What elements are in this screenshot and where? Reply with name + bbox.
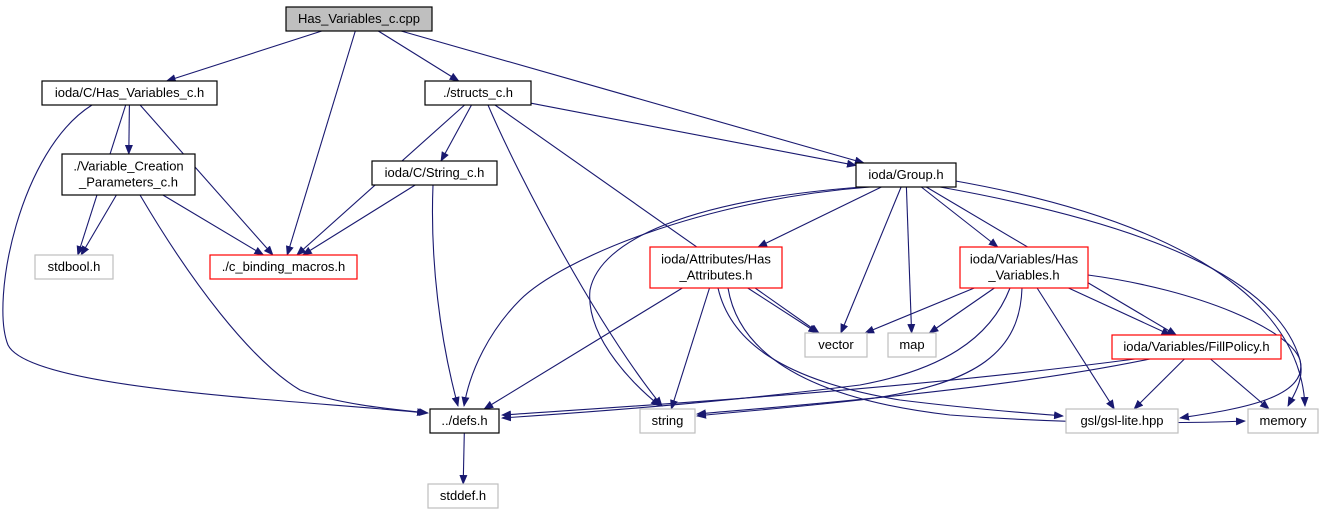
- edge-root-to-structs_c_h: [378, 30, 460, 82]
- node-box: [887, 332, 937, 358]
- edge-attr_has_attr-to-string: [670, 287, 711, 410]
- edge-fillpolicy-to-memory: [1210, 358, 1270, 410]
- node-label: ioda/C/String_c.h: [385, 165, 485, 180]
- node-box: [649, 246, 783, 289]
- edge-group_h-to-gsl_lite: [939, 186, 1302, 421]
- edge-structs_c_h-to-string: [487, 104, 663, 407]
- edge-fillpolicy-to-defs_h: [501, 358, 1136, 419]
- edge-structs_c_h-to-vector: [494, 104, 820, 334]
- node-box: [1111, 334, 1282, 360]
- node-box: [1065, 408, 1179, 434]
- edge-attr_has_attr-to-vector: [747, 287, 819, 334]
- node-label: Has_Variables_c.cpp: [298, 11, 420, 26]
- node-box: [41, 80, 218, 106]
- edge-var_has_var-to-vector: [864, 287, 975, 334]
- node-structs-c-h[interactable]: ./structs_c.h: [424, 80, 532, 106]
- edge-group_h-to-string: [589, 186, 863, 407]
- node-label: ioda/Attributes/Has: [661, 252, 771, 267]
- node-box: [371, 160, 498, 186]
- node-attr-has-attr[interactable]: ioda/Attributes/Has_Attributes.h: [649, 246, 783, 289]
- node-group-h[interactable]: ioda/Group.h: [855, 162, 957, 188]
- node-fillpolicy[interactable]: ioda/Variables/FillPolicy.h: [1111, 334, 1282, 360]
- node-string: string: [639, 408, 696, 434]
- edge-has_var_c_h-to-c_binding_macros: [139, 104, 274, 256]
- edge-var_create_params-to-stdbool_h: [80, 194, 117, 256]
- node-box: [427, 483, 499, 509]
- node-box: [959, 246, 1089, 289]
- node-label: ./Variable_Creation: [73, 159, 183, 174]
- node-stddef-h: stddef.h: [427, 483, 499, 509]
- edge-group_h-to-vector: [840, 186, 902, 334]
- node-box: [1247, 408, 1319, 434]
- node-box: [209, 254, 358, 280]
- node-var-create-params[interactable]: ./Variable_Creation_Parameters_c.h: [61, 153, 196, 196]
- node-has-var-c-h[interactable]: ioda/C/Has_Variables_c.h: [41, 80, 218, 106]
- edge-attr_has_attr-to-memory: [727, 287, 1246, 426]
- node-box: [61, 153, 196, 196]
- edge-structs_c_h-to-string_c_h: [440, 104, 472, 162]
- node-label: memory: [1260, 413, 1307, 428]
- edge-var_has_var-to-gsl_lite: [1036, 287, 1115, 410]
- edge-has_var_c_h-to-defs_h: [2, 104, 427, 417]
- node-root[interactable]: Has_Variables_c.cpp: [285, 6, 433, 32]
- edge-var_create_params-to-defs_h: [139, 194, 429, 417]
- edge-group_h-to-defs_h: [461, 186, 871, 407]
- node-label: ioda/Group.h: [868, 167, 943, 182]
- node-map: map: [887, 332, 937, 358]
- edge-group_h-to-attr_has_attr: [757, 186, 882, 248]
- edge-group_h-to-map: [905, 186, 916, 334]
- node-box: [639, 408, 696, 434]
- edge-attr_has_attr-to-gsl_lite: [717, 287, 1064, 420]
- node-label: vector: [818, 337, 854, 352]
- node-label: ../defs.h: [441, 413, 487, 428]
- node-stdbool-h: stdbool.h: [34, 254, 114, 280]
- node-label: gsl/gsl-lite.hpp: [1080, 413, 1163, 428]
- node-box: [429, 408, 500, 434]
- node-box: [804, 332, 868, 358]
- node-label: ./c_binding_macros.h: [222, 259, 346, 274]
- edge-var_create_params-to-c_binding_macros: [162, 194, 265, 256]
- edge-string_c_h-to-defs_h: [431, 184, 460, 407]
- node-string-c-h[interactable]: ioda/C/String_c.h: [371, 160, 498, 186]
- edge-string_c_h-to-c_binding_macros: [301, 184, 416, 256]
- edge-var_has_var-to-memory: [1087, 274, 1302, 407]
- node-box: [285, 6, 433, 32]
- node-box: [855, 162, 957, 188]
- edge-root-to-c_binding_macros: [285, 30, 356, 256]
- node-vector: vector: [804, 332, 868, 358]
- node-label: stdbool.h: [48, 259, 101, 274]
- node-label: _Attributes.h: [679, 268, 753, 283]
- node-label: map: [899, 337, 924, 352]
- edge-var_has_var-to-fillpolicy: [1068, 287, 1172, 336]
- edge-fillpolicy-to-gsl_lite: [1133, 358, 1185, 410]
- edge-var_has_var-to-map: [928, 287, 995, 334]
- nodes-layer: Has_Variables_c.cpp ioda/C/Has_Variables_…: [34, 6, 1319, 509]
- edge-var_has_var-to-defs_h: [501, 287, 1011, 422]
- node-label: ioda/C/Has_Variables_c.h: [55, 85, 204, 100]
- node-var-has-var[interactable]: ioda/Variables/Has_Variables.h: [959, 246, 1089, 289]
- node-label: ioda/Variables/FillPolicy.h: [1123, 339, 1269, 354]
- node-label: stddef.h: [440, 488, 486, 503]
- edge-attr_has_attr-to-defs_h: [483, 287, 683, 410]
- edge-group_h-to-memory: [949, 179, 1309, 407]
- edge-root-to-group_h: [400, 30, 865, 165]
- node-gsl-lite: gsl/gsl-lite.hpp: [1065, 408, 1179, 434]
- node-label: ./structs_c.h: [443, 85, 513, 100]
- node-label: ioda/Variables/Has: [970, 252, 1079, 267]
- edge-structs_c_h-to-group_h: [530, 102, 857, 168]
- node-box: [424, 80, 532, 106]
- edge-group_h-to-var_has_var: [920, 186, 999, 248]
- node-label: _Variables.h: [987, 268, 1059, 283]
- node-label: _Parameters_c.h: [78, 175, 178, 190]
- node-box: [34, 254, 114, 280]
- edge-root-to-has_var_c_h: [165, 30, 322, 83]
- node-label: string: [652, 413, 684, 428]
- edge-has_var_c_h-to-var_create_params: [124, 104, 133, 155]
- node-memory: memory: [1247, 408, 1319, 434]
- node-defs-h[interactable]: ../defs.h: [429, 408, 500, 434]
- node-c-binding-macros[interactable]: ./c_binding_macros.h: [209, 254, 358, 280]
- edge-fillpolicy-to-string: [696, 358, 1151, 418]
- edge-defs_h-to-stddef_h: [459, 432, 468, 485]
